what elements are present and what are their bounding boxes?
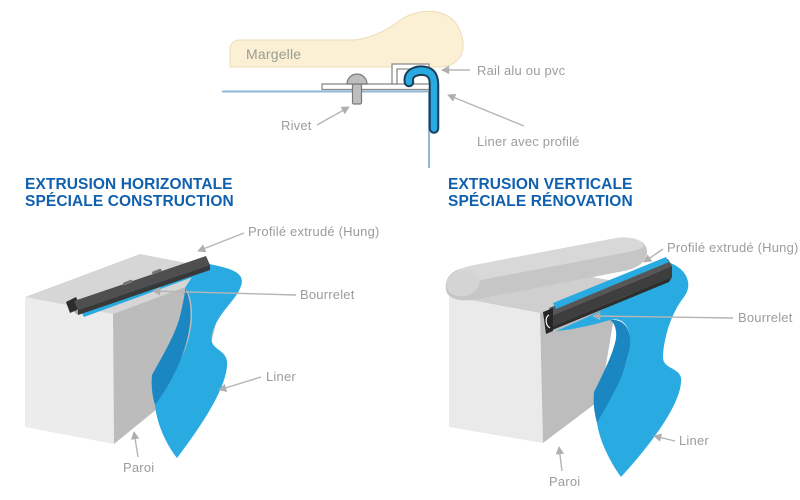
right-heading-line2: SPÉCIALE RÉNOVATION xyxy=(448,193,633,210)
right-liner-arrow xyxy=(653,433,676,442)
wall-front-face xyxy=(25,297,114,444)
left-section-heading: EXTRUSION HORIZONTALE SPÉCIALE CONSTRUCT… xyxy=(25,176,234,210)
coping-top-highlight xyxy=(450,237,644,282)
liner-sheet-right xyxy=(556,262,689,477)
left-heading-line1: EXTRUSION HORIZONTALE xyxy=(25,176,233,193)
pool-panel-line xyxy=(222,90,430,168)
right-bead-label: Bourrelet xyxy=(738,310,793,325)
left-wall-label: Paroi xyxy=(123,460,155,475)
right-wall-arrow xyxy=(555,446,565,472)
profile-screw-1 xyxy=(123,279,133,286)
extruded-profile-right-front xyxy=(553,266,672,326)
liner-profile-arrow xyxy=(447,93,525,127)
bead-strip-right xyxy=(553,257,669,309)
rail-label: Rail alu ou pvc xyxy=(477,63,566,78)
left-profile-arrow xyxy=(197,232,245,253)
rivet-head xyxy=(346,73,368,85)
extruded-profile-left-edge xyxy=(78,265,210,315)
extruded-profile-right-endcap xyxy=(543,308,553,334)
rivet-label: Rivet xyxy=(281,118,312,133)
left-bead-label: Bourrelet xyxy=(300,287,355,302)
coping-cross-section-diagram xyxy=(222,10,464,168)
vertical-extrusion-diagram xyxy=(445,237,689,477)
right-heading-line1: EXTRUSION VERTICALE xyxy=(448,176,633,193)
profile-endcap-notch xyxy=(545,314,551,329)
left-liner-arrow xyxy=(218,376,262,392)
rail-lower-plate xyxy=(321,83,432,91)
liner-with-profile-label: Liner avec profilé xyxy=(477,134,580,149)
rivet-arrow xyxy=(316,106,350,126)
left-bead-arrow xyxy=(152,287,297,296)
rivet-stem xyxy=(351,83,363,105)
liner-sheet-left xyxy=(155,263,242,458)
liner-hook-core xyxy=(405,67,438,132)
left-heading-line2: SPÉCIALE CONSTRUCTION xyxy=(25,193,234,210)
left-liner-label: Liner xyxy=(266,369,296,384)
right-liner-label: Liner xyxy=(679,433,709,448)
right-wall-label: Paroi xyxy=(549,474,581,489)
right-section-heading: EXTRUSION VERTICALE SPÉCIALE RÉNOVATION xyxy=(448,176,633,210)
right-profile-label: Profilé extrudé (Hung) xyxy=(667,240,799,255)
margelle-label: Margelle xyxy=(246,46,302,62)
left-profile-label: Profilé extrudé (Hung) xyxy=(248,224,380,239)
callout-arrows xyxy=(130,65,734,472)
margelle-shape xyxy=(229,10,464,68)
liner-sheet-left-shade xyxy=(151,288,191,405)
coping-left-cap xyxy=(446,269,480,297)
liner-sheet-right-shade xyxy=(593,319,631,423)
left-wall-arrow xyxy=(130,431,140,458)
profile-screw-2 xyxy=(152,268,162,275)
extruded-profile-right-lip xyxy=(550,277,672,331)
extruded-profile-left-top xyxy=(74,256,210,310)
right-profile-arrow xyxy=(643,248,664,263)
horizontal-extrusion-diagram xyxy=(25,254,242,458)
right-bead-arrow xyxy=(592,311,734,321)
wall2-front-face xyxy=(449,296,543,443)
